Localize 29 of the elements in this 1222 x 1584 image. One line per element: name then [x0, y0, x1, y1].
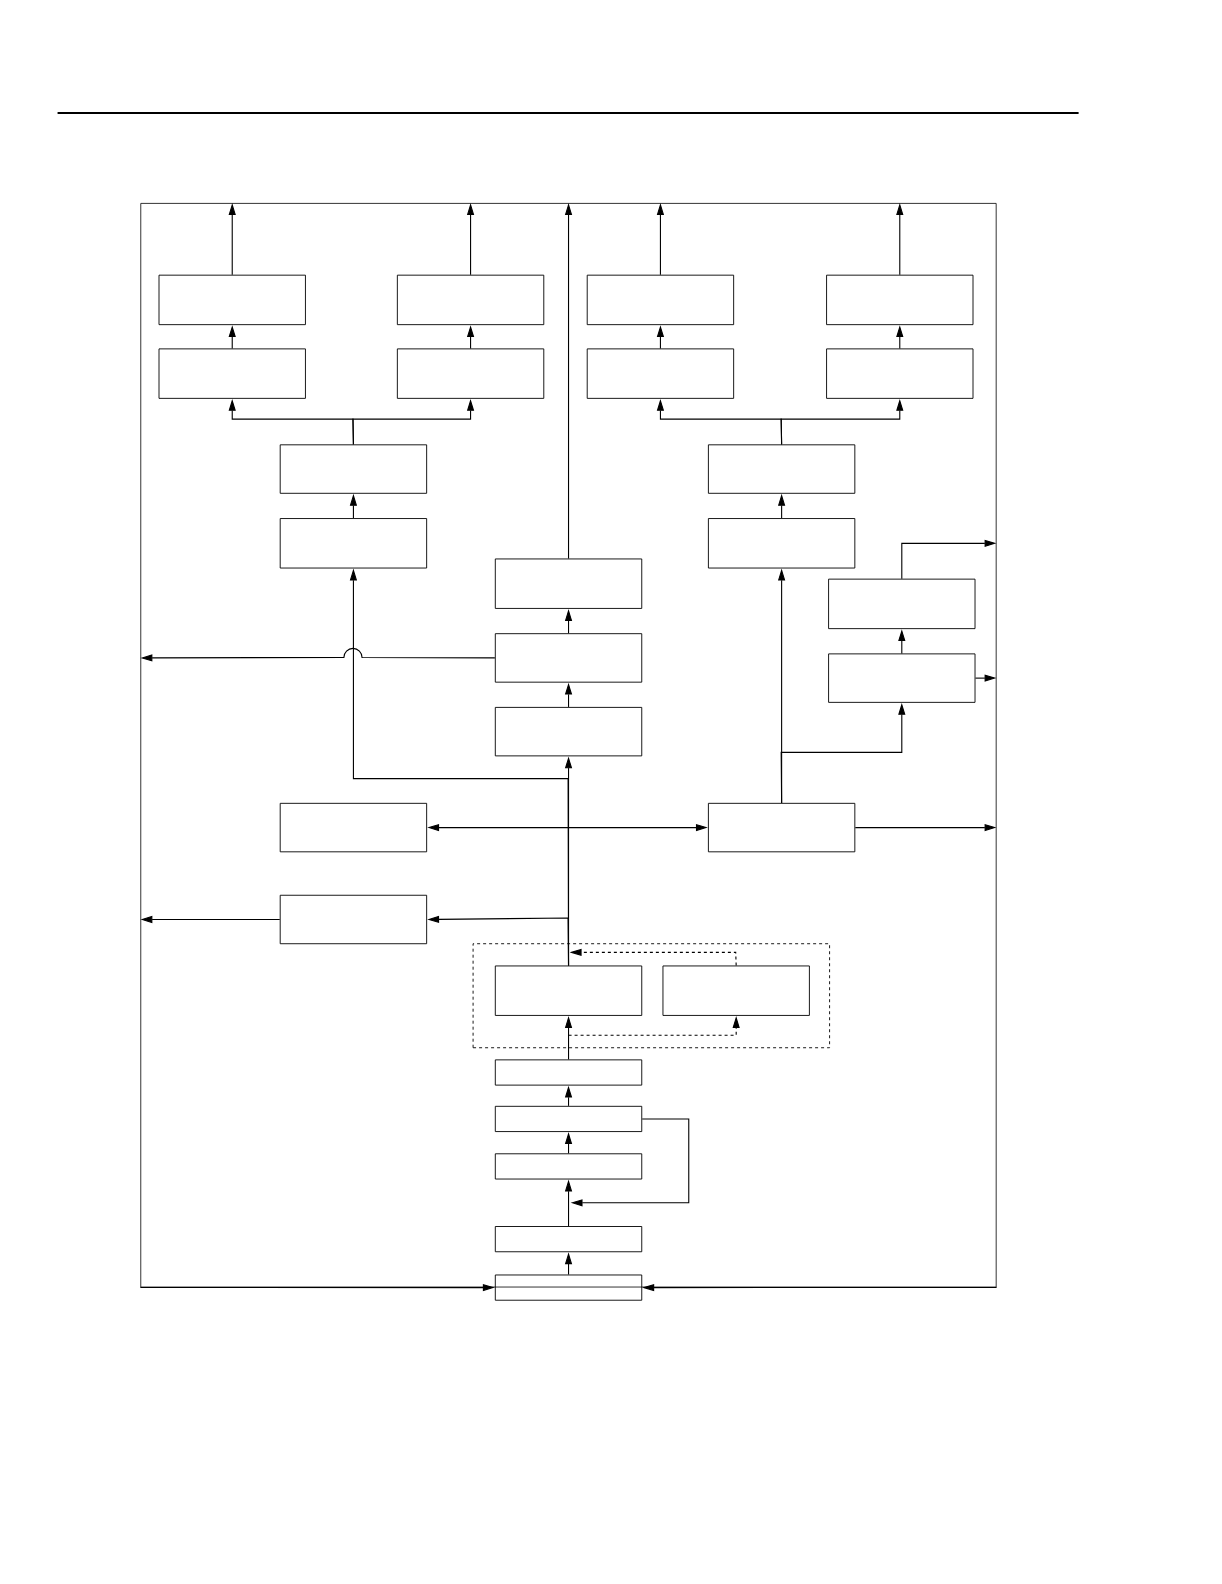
process-box: [828, 578, 976, 630]
process-box: [826, 348, 974, 399]
process-box: [494, 633, 643, 683]
process-box: [494, 1226, 643, 1253]
process-box: [662, 965, 810, 1016]
process-box: [494, 558, 643, 609]
process-box: [586, 348, 735, 399]
process-box: [396, 348, 545, 399]
process-box: [494, 706, 643, 757]
process-box: [494, 1105, 643, 1132]
process-box: [158, 274, 306, 326]
outer-frame: [140, 203, 997, 1288]
process-box: [826, 274, 974, 326]
process-box: [279, 802, 428, 853]
process-box: [494, 1153, 643, 1180]
process-box: [828, 653, 976, 703]
process-box: [707, 802, 856, 853]
process-box: [279, 894, 428, 945]
process-box: [396, 274, 545, 326]
process-box: [494, 1059, 643, 1086]
process-box: [279, 444, 428, 494]
process-box: [707, 444, 856, 494]
process-box: [494, 1274, 643, 1301]
process-box: [707, 518, 856, 569]
dashed-group-box: [472, 943, 831, 1049]
process-box: [158, 348, 306, 399]
process-box: [586, 274, 735, 326]
process-box: [494, 965, 643, 1016]
process-box: [279, 518, 428, 569]
